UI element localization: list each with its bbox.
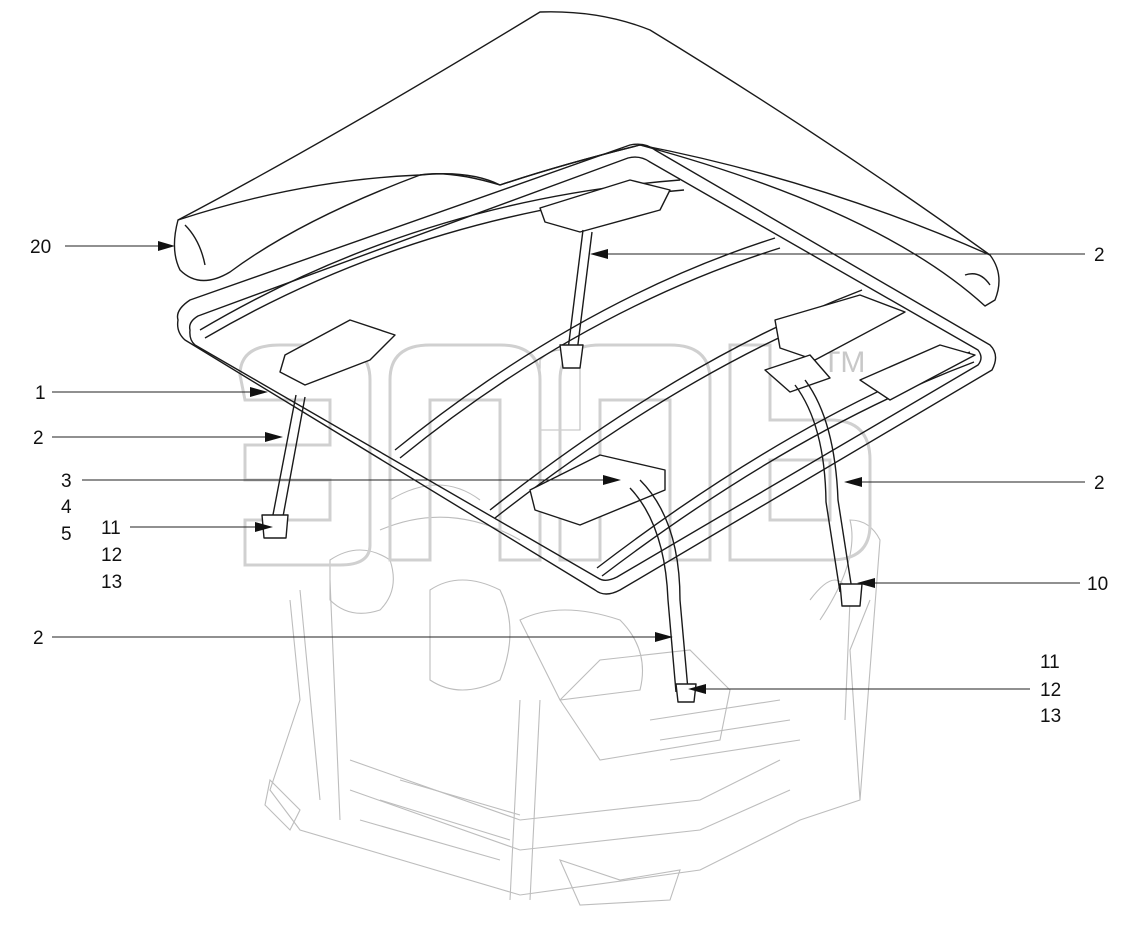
callout-10: 10 bbox=[1087, 574, 1108, 595]
callout-13-left: 13 bbox=[101, 572, 122, 593]
callout-4: 4 bbox=[61, 497, 72, 518]
callout-2-left-upper: 2 bbox=[33, 428, 44, 449]
roof-panel bbox=[173, 11, 1000, 307]
mounting-brackets bbox=[279, 179, 976, 526]
callout-3: 3 bbox=[61, 471, 72, 492]
support-posts bbox=[261, 229, 863, 703]
callout-11-right: 11 bbox=[1040, 652, 1060, 673]
callout-1: 1 bbox=[35, 383, 46, 404]
callout-labels: 20 1 2 3 4 5 11 12 13 2 2 2 10 11 12 13 bbox=[30, 237, 1108, 727]
roof-frame bbox=[176, 143, 997, 595]
callout-13-right: 13 bbox=[1040, 706, 1061, 727]
leader-lines bbox=[52, 241, 1085, 694]
cab-body-background bbox=[264, 349, 881, 906]
callout-2-right-upper: 2 bbox=[1094, 245, 1105, 266]
callout-11-left: 11 bbox=[101, 518, 121, 539]
callout-2-right-middle: 2 bbox=[1094, 473, 1105, 494]
callout-2-left-lower: 2 bbox=[33, 628, 44, 649]
callout-5: 5 bbox=[61, 524, 72, 545]
callout-20: 20 bbox=[30, 237, 51, 258]
callout-12-right: 12 bbox=[1040, 680, 1061, 701]
callout-12-left: 12 bbox=[101, 545, 122, 566]
